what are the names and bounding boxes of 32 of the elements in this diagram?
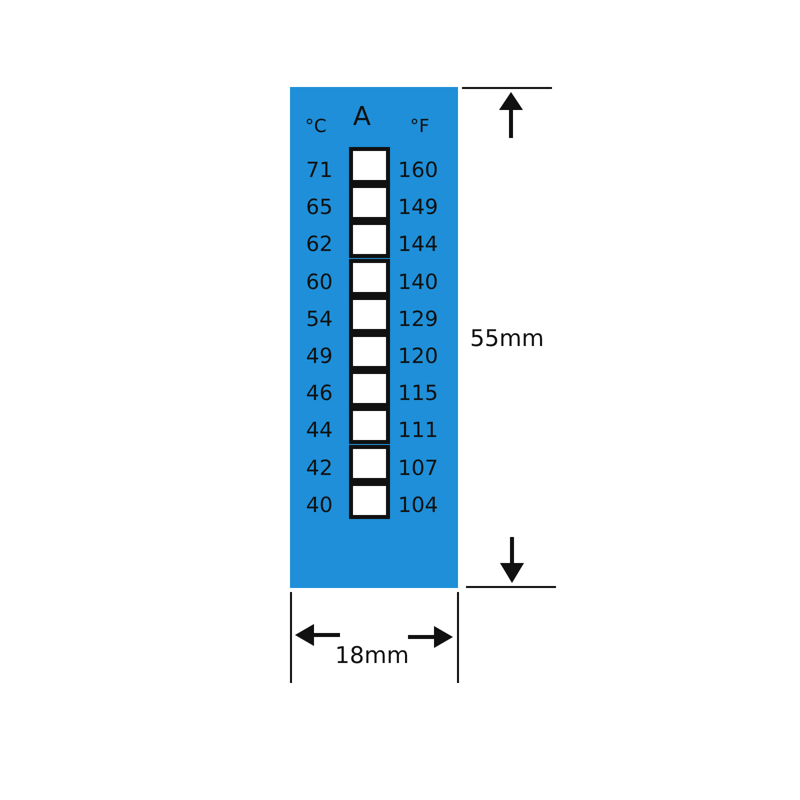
fahrenheit-value: 149: [398, 195, 438, 220]
celsius-value: 62: [306, 232, 333, 256]
indicator-window: [349, 444, 390, 482]
fahrenheit-value: 120: [398, 344, 438, 368]
celsius-value: 65: [306, 195, 333, 220]
dimension-value: 55mm: [470, 327, 544, 351]
indicator-window: [349, 482, 390, 519]
fahrenheit-value: 115: [398, 381, 438, 406]
celsius-value: 60: [306, 270, 333, 294]
fahrenheit-value: 144: [398, 232, 438, 256]
celsius-value: 71: [306, 158, 333, 182]
celsius-value: 46: [306, 381, 333, 406]
fahrenheit-value: 111: [398, 418, 438, 442]
fahrenheit-value: 140: [398, 270, 438, 294]
indicator-label-strip: [290, 87, 458, 588]
celsius-value: 42: [306, 456, 333, 480]
indicator-window: [349, 407, 390, 444]
indicator-window: [349, 258, 390, 296]
celsius-value: 54: [306, 306, 333, 331]
unit-label: °F: [410, 115, 430, 139]
dimension-value: 18mm: [335, 644, 410, 668]
indicator-window: [349, 147, 390, 184]
fahrenheit-value: 104: [398, 492, 438, 517]
celsius-value: 44: [306, 418, 333, 442]
fahrenheit-value: 160: [398, 158, 438, 182]
indicator-window: [349, 221, 390, 258]
celsius-value: 49: [306, 344, 333, 368]
fahrenheit-value: 107: [398, 456, 438, 480]
fahrenheit-value: 129: [398, 306, 438, 331]
series-letter: A: [353, 105, 371, 129]
celsius-value: 40: [306, 492, 333, 517]
unit-label: °C: [305, 115, 327, 139]
